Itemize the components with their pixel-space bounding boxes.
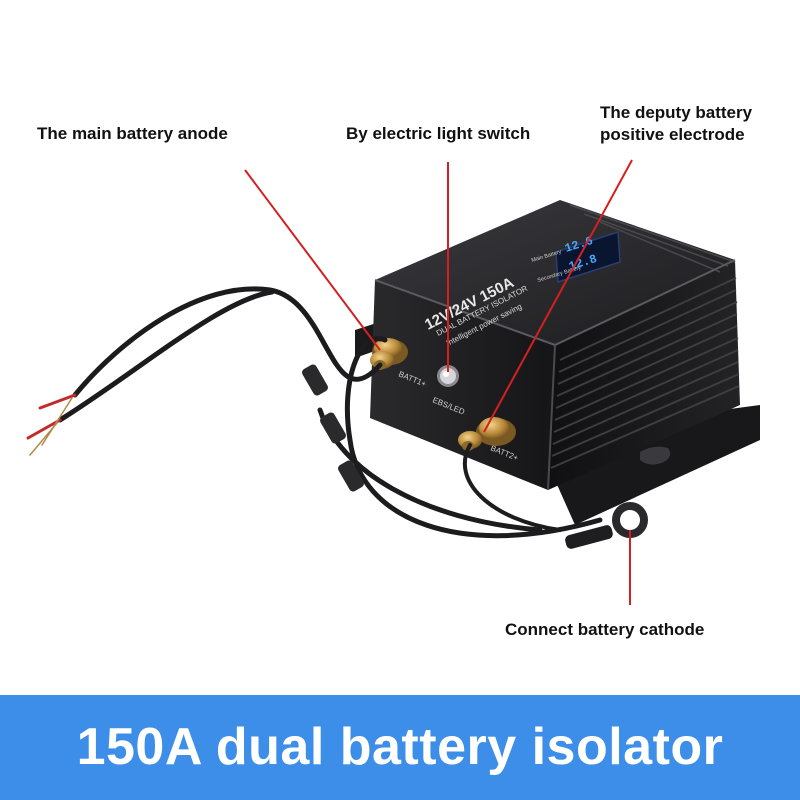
banner-title: 150A dual battery isolator [76,718,724,776]
isolator-housing [370,200,740,491]
title-banner: 150A dual battery isolator [0,695,800,800]
light-switch-button [437,365,459,387]
callout-line-deputy [483,159,633,433]
terminal-batt1 [370,338,408,370]
callout-lines [244,159,633,605]
callout-main-battery-anode: The main battery anode [37,124,228,143]
wire-harness [57,286,603,539]
terminal-batt2 [458,417,516,451]
waterproof-connector [302,364,364,492]
callout-deputy-line2: positive electrode [600,125,745,144]
callout-deputy-battery: The deputy battery positive electrode [600,102,752,146]
callout-deputy-line1: The deputy battery [600,103,753,122]
wire-ends [26,393,77,456]
callout-light-switch: By electric light switch [346,124,531,143]
callout-line-anode [244,169,381,351]
callout-battery-cathode: Connect battery cathode [505,620,705,639]
